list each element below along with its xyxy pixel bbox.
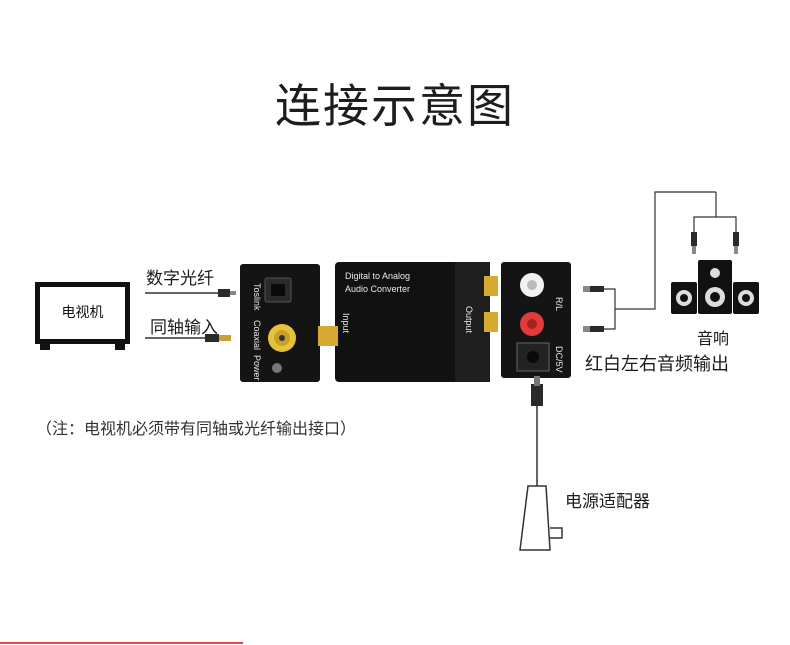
coaxial-jack-pin bbox=[279, 335, 285, 341]
optical-plug-tip bbox=[230, 291, 236, 295]
rca-cable-run bbox=[615, 191, 716, 310]
power-led bbox=[272, 363, 282, 373]
bottom-accent-line bbox=[0, 642, 243, 644]
rca-cable-left bbox=[693, 192, 717, 232]
input-panel bbox=[240, 264, 320, 382]
speaker-right-cone-core bbox=[742, 294, 750, 302]
converter-body bbox=[335, 262, 490, 382]
rca-plug-2 bbox=[590, 326, 604, 332]
power-label: Power bbox=[252, 355, 262, 381]
rca-red-jack-inner bbox=[527, 319, 537, 329]
speaker-left-cone-core bbox=[680, 294, 688, 302]
converter-line2: Audio Converter bbox=[345, 284, 410, 294]
note-text: （注：电视机必须带有同轴或光纤输出接口） bbox=[36, 419, 357, 438]
tv-screen bbox=[35, 282, 130, 344]
rca-cable-right bbox=[716, 216, 737, 232]
converter-input-jack bbox=[318, 326, 338, 346]
optical-label: 数字光纤 bbox=[146, 269, 214, 289]
tv-label: 电视机 bbox=[61, 305, 104, 321]
output-caption: 红白左右音频输出 bbox=[585, 354, 729, 375]
tv-foot-right bbox=[115, 344, 125, 350]
adapter-prong bbox=[550, 527, 563, 539]
adapter-body bbox=[519, 485, 551, 551]
coaxial-input-label: 同轴输入 bbox=[150, 318, 218, 338]
speaker-center-tweeter bbox=[710, 268, 720, 278]
toslink-port-hole bbox=[271, 284, 285, 296]
dc-plug-tip bbox=[534, 376, 540, 386]
speaker-plug-right-tip bbox=[734, 246, 738, 254]
adapter-label: 电源适配器 bbox=[565, 492, 650, 512]
dc-label: DC/5V bbox=[554, 346, 564, 373]
speaker-plug-right bbox=[733, 232, 739, 246]
toslink-label: Toslink bbox=[252, 283, 262, 311]
coaxial-plug bbox=[205, 334, 219, 342]
optical-plug bbox=[218, 289, 230, 297]
rca-cable-joint bbox=[604, 288, 616, 330]
converter-input-label: Input bbox=[341, 313, 351, 334]
rca-plug-1 bbox=[590, 286, 604, 292]
rl-label: R/L bbox=[554, 297, 564, 311]
speaker-plug-left bbox=[691, 232, 697, 246]
converter-side bbox=[455, 262, 490, 382]
speaker-plug-left-tip bbox=[692, 246, 696, 254]
speaker-center-woofer-core bbox=[710, 292, 720, 302]
page-title: 连接示意图 bbox=[275, 79, 515, 133]
converter-output-label: Output bbox=[464, 306, 474, 334]
coaxial-plug-tip bbox=[219, 335, 231, 341]
converter-output-jack-top bbox=[484, 276, 498, 296]
converter-line1: Digital to Analog bbox=[345, 271, 410, 281]
rca-white-jack-inner bbox=[527, 280, 537, 290]
coaxial-label: Coaxial bbox=[252, 320, 262, 350]
dc-plug bbox=[531, 384, 543, 406]
dc-power-port-hole bbox=[527, 351, 539, 363]
converter-output-jack-bottom bbox=[484, 312, 498, 332]
tv-foot-left bbox=[40, 344, 50, 350]
speaker-label: 音响 bbox=[697, 329, 730, 348]
